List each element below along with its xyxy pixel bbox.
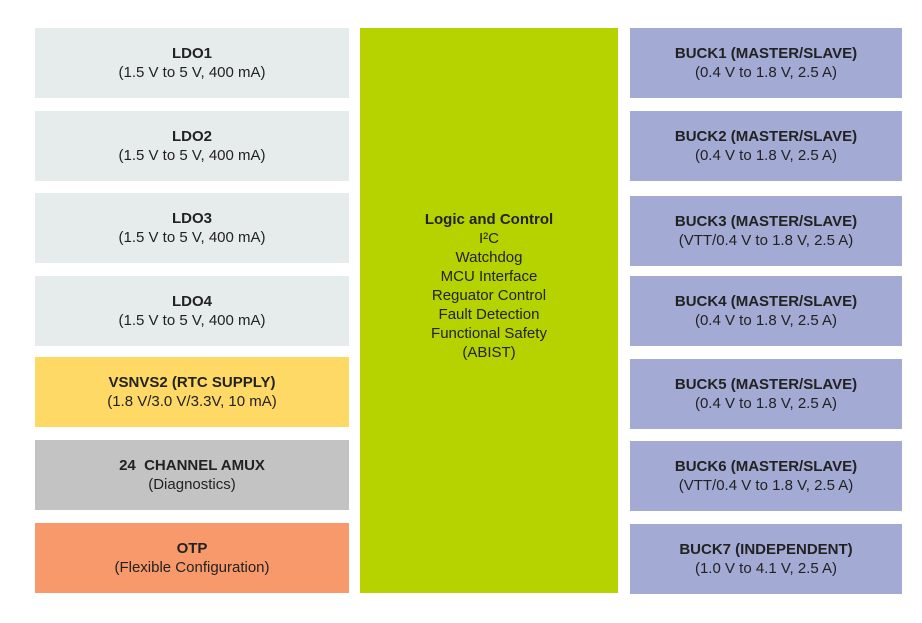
ldo1-spec: (1.5 V to 5 V, 400 mA) xyxy=(118,64,266,81)
ldo2-spec: (1.5 V to 5 V, 400 mA) xyxy=(118,147,266,164)
vsnvs2-block: VSNVS2 (RTC SUPPLY) (1.8 V/3.0 V/3.3V, 1… xyxy=(35,357,349,427)
buck2-block: BUCK2 (MASTER/SLAVE) (0.4 V to 1.8 V, 2.… xyxy=(630,111,902,181)
buck4-title: BUCK4 (MASTER/SLAVE) xyxy=(674,293,858,310)
buck7-block: BUCK7 (INDEPENDENT) (1.0 V to 4.1 V, 2.5… xyxy=(630,524,902,594)
ldo3-spec: (1.5 V to 5 V, 400 mA) xyxy=(118,229,266,246)
amux-block: 24 CHANNEL AMUX (Diagnostics) xyxy=(35,440,349,510)
logic-line-regulator-control: Reguator Control xyxy=(431,286,547,304)
buck6-title: BUCK6 (MASTER/SLAVE) xyxy=(674,458,858,475)
logic-control-title: Logic and Control xyxy=(424,210,554,228)
buck7-spec: (1.0 V to 4.1 V, 2.5 A) xyxy=(694,560,838,577)
ldo1-title: LDO1 xyxy=(171,45,212,62)
buck1-block: BUCK1 (MASTER/SLAVE) (0.4 V to 1.8 V, 2.… xyxy=(630,28,902,98)
logic-line-i2c: I²C xyxy=(479,229,499,247)
ldo3-title: LDO3 xyxy=(171,210,212,227)
buck1-title: BUCK1 (MASTER/SLAVE) xyxy=(674,45,858,62)
buck5-title: BUCK5 (MASTER/SLAVE) xyxy=(674,376,858,393)
vsnvs2-spec: (1.8 V/3.0 V/3.3V, 10 mA) xyxy=(107,393,277,410)
logic-line-watchdog: Watchdog xyxy=(455,248,523,266)
ldo4-title: LDO4 xyxy=(171,293,212,310)
ldo2-block: LDO2 (1.5 V to 5 V, 400 mA) xyxy=(35,111,349,181)
otp-title: OTP xyxy=(176,540,208,557)
ldo3-block: LDO3 (1.5 V to 5 V, 400 mA) xyxy=(35,193,349,263)
buck6-block: BUCK6 (MASTER/SLAVE) (VTT/0.4 V to 1.8 V… xyxy=(630,441,902,511)
buck4-spec: (0.4 V to 1.8 V, 2.5 A) xyxy=(694,312,838,329)
buck2-title: BUCK2 (MASTER/SLAVE) xyxy=(674,128,858,145)
buck5-spec: (0.4 V to 1.8 V, 2.5 A) xyxy=(694,395,838,412)
otp-spec: (Flexible Configuration) xyxy=(114,559,270,576)
amux-spec: (Diagnostics) xyxy=(148,476,236,493)
ldo4-spec: (1.5 V to 5 V, 400 mA) xyxy=(118,312,266,329)
buck3-title: BUCK3 (MASTER/SLAVE) xyxy=(674,213,858,230)
ldo2-title: LDO2 xyxy=(171,128,212,145)
buck4-block: BUCK4 (MASTER/SLAVE) (0.4 V to 1.8 V, 2.… xyxy=(630,276,902,346)
logic-line-fault-detection: Fault Detection xyxy=(438,305,540,323)
ldo1-block: LDO1 (1.5 V to 5 V, 400 mA) xyxy=(35,28,349,98)
ldo4-block: LDO4 (1.5 V to 5 V, 400 mA) xyxy=(35,276,349,346)
logic-line-abist: (ABIST) xyxy=(462,343,516,361)
amux-title: 24 CHANNEL AMUX xyxy=(119,457,265,474)
buck6-spec: (VTT/0.4 V to 1.8 V, 2.5 A) xyxy=(678,477,854,494)
vsnvs2-title: VSNVS2 (RTC SUPPLY) xyxy=(108,374,276,391)
buck7-title: BUCK7 (INDEPENDENT) xyxy=(679,541,853,558)
buck1-spec: (0.4 V to 1.8 V, 2.5 A) xyxy=(694,64,838,81)
otp-block: OTP (Flexible Configuration) xyxy=(35,523,349,593)
buck3-block: BUCK3 (MASTER/SLAVE) (VTT/0.4 V to 1.8 V… xyxy=(630,196,902,266)
logic-line-mcu-interface: MCU Interface xyxy=(440,267,538,285)
buck3-spec: (VTT/0.4 V to 1.8 V, 2.5 A) xyxy=(678,232,854,249)
logic-line-functional-safety: Functional Safety xyxy=(431,324,547,342)
buck2-spec: (0.4 V to 1.8 V, 2.5 A) xyxy=(694,147,838,164)
buck5-block: BUCK5 (MASTER/SLAVE) (0.4 V to 1.8 V, 2.… xyxy=(630,359,902,429)
logic-control-block: Logic and Control I²C Watchdog MCU Inter… xyxy=(360,28,618,593)
